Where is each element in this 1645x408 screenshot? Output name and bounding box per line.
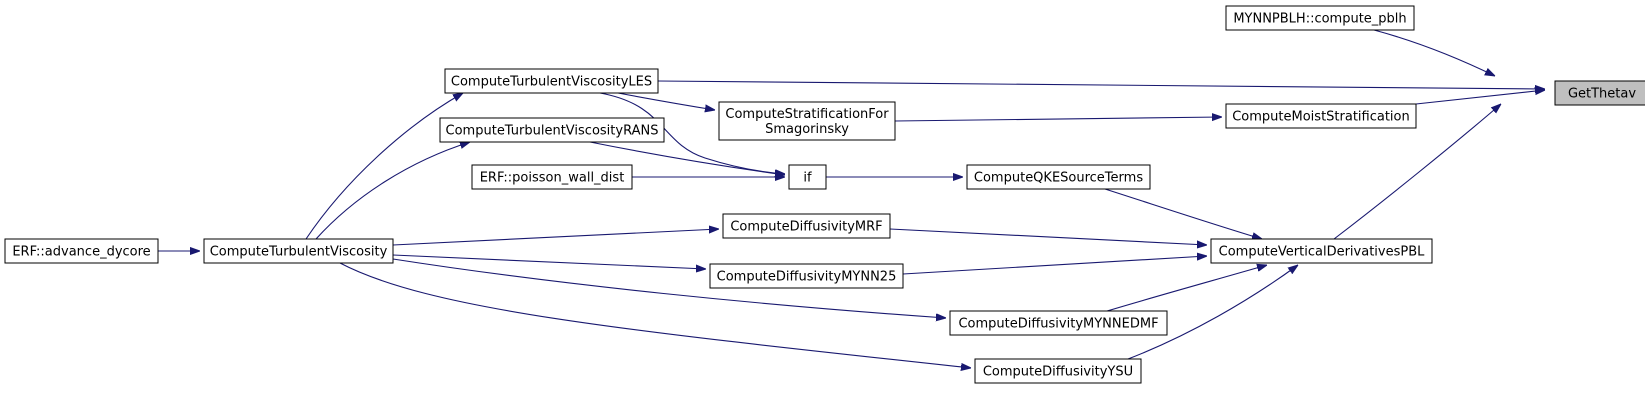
edge-turb_visc-to-les [305,93,463,240]
node-label: ComputeDiffusivityYSU [983,365,1133,380]
edge-qke-to-vert_deriv [1104,188,1262,239]
node-label: ComputeTurbulentViscosityLES [451,75,652,90]
nodes: GetThetav MYNNPBLH::compute_pblhComputeTu… [4,5,1645,384]
node-label: ComputeTurbulentViscosity [210,245,388,260]
edge-turb_visc-to-ysu [339,262,971,368]
node-box[interactable] [1225,103,1417,129]
node-box[interactable] [444,68,659,94]
node-label: Smagorinsky [765,122,849,137]
edge-moist_strat-to-get_thetav [1415,90,1545,105]
node-qke[interactable]: ComputeQKESourceTerms [966,164,1151,190]
node-box[interactable] [949,310,1168,336]
node-moist-strat[interactable]: ComputeMoistStratification [1225,103,1417,129]
node-label: ComputeDiffusivityMRF [730,220,882,235]
node-rans[interactable]: ComputeTurbulentViscosityRANS [439,117,665,143]
node-label: ComputeDiffusivityMYNNEDMF [958,317,1158,332]
node-box[interactable] [974,358,1142,384]
node-turb-visc[interactable]: ComputeTurbulentViscosity [203,238,394,264]
node-box[interactable] [1225,5,1415,31]
node-poisson[interactable]: ERF::poisson_wall_dist [471,164,633,190]
node-mrf[interactable]: ComputeDiffusivityMRF [722,213,891,239]
edge-mynn25-to-vert_deriv [902,256,1207,275]
node-vert-deriv[interactable]: ComputeVerticalDerivativesPBL [1210,238,1433,264]
edge-les-to-strat_smag [617,92,715,110]
node-box[interactable] [966,164,1151,190]
edge-les-to-get_thetav [657,80,1545,89]
node-box[interactable] [722,213,891,239]
edge-mynnpblh-to-get_thetav [1373,29,1495,76]
node-label: GetThetav [1568,87,1636,102]
edge-ysu-to-vert_deriv [1127,265,1298,360]
edge-rans-to-if_node [589,141,785,175]
edge-vert_deriv-to-get_thetav [1333,104,1501,240]
node-label: ComputeMoistStratification [1232,110,1410,125]
edge-mynnedmf-to-vert_deriv [1106,265,1267,312]
node-box[interactable] [471,164,633,190]
edges [158,29,1545,368]
node-mynnedmf[interactable]: ComputeDiffusivityMYNNEDMF [949,310,1168,336]
node-label: ERF::poisson_wall_dist [480,171,625,186]
node-label: if [803,171,812,186]
edge-strat_smag-to-moist_strat [894,117,1222,122]
edge-turb_visc-to-mynnedmf [392,258,946,318]
node-box[interactable] [439,117,665,143]
node-box[interactable] [709,263,904,289]
node-box[interactable] [1210,238,1433,264]
node-les[interactable]: ComputeTurbulentViscosityLES [444,68,659,94]
edge-turb_visc-to-mrf [392,229,719,246]
node-get-thetav[interactable]: GetThetav [1554,80,1645,106]
edge-mrf-to-vert_deriv [889,228,1207,245]
edge-turb_visc-to-rans [315,142,470,240]
node-label: MYNNPBLH::compute_pblh [1233,12,1406,27]
edge-turb_visc-to-mynn25 [392,254,706,269]
node-box[interactable] [718,101,896,141]
node-box[interactable] [1554,80,1645,106]
node-advance[interactable]: ERF::advance_dycore [4,238,159,264]
node-mynnpblh[interactable]: MYNNPBLH::compute_pblh [1225,5,1415,31]
node-label: ComputeVerticalDerivativesPBL [1219,245,1425,260]
node-label: ComputeTurbulentViscosityRANS [446,124,659,139]
node-if-node[interactable]: if [788,164,827,190]
node-box[interactable] [788,164,827,190]
node-box[interactable] [203,238,394,264]
node-mynn25[interactable]: ComputeDiffusivityMYNN25 [709,263,904,289]
node-label: ComputeQKESourceTerms [974,171,1143,186]
node-label: ComputeDiffusivityMYNN25 [717,270,897,285]
node-label: ERF::advance_dycore [12,245,150,260]
node-ysu[interactable]: ComputeDiffusivityYSU [974,358,1142,384]
node-box[interactable] [4,238,159,264]
node-label: ComputeStratificationFor [725,107,889,122]
